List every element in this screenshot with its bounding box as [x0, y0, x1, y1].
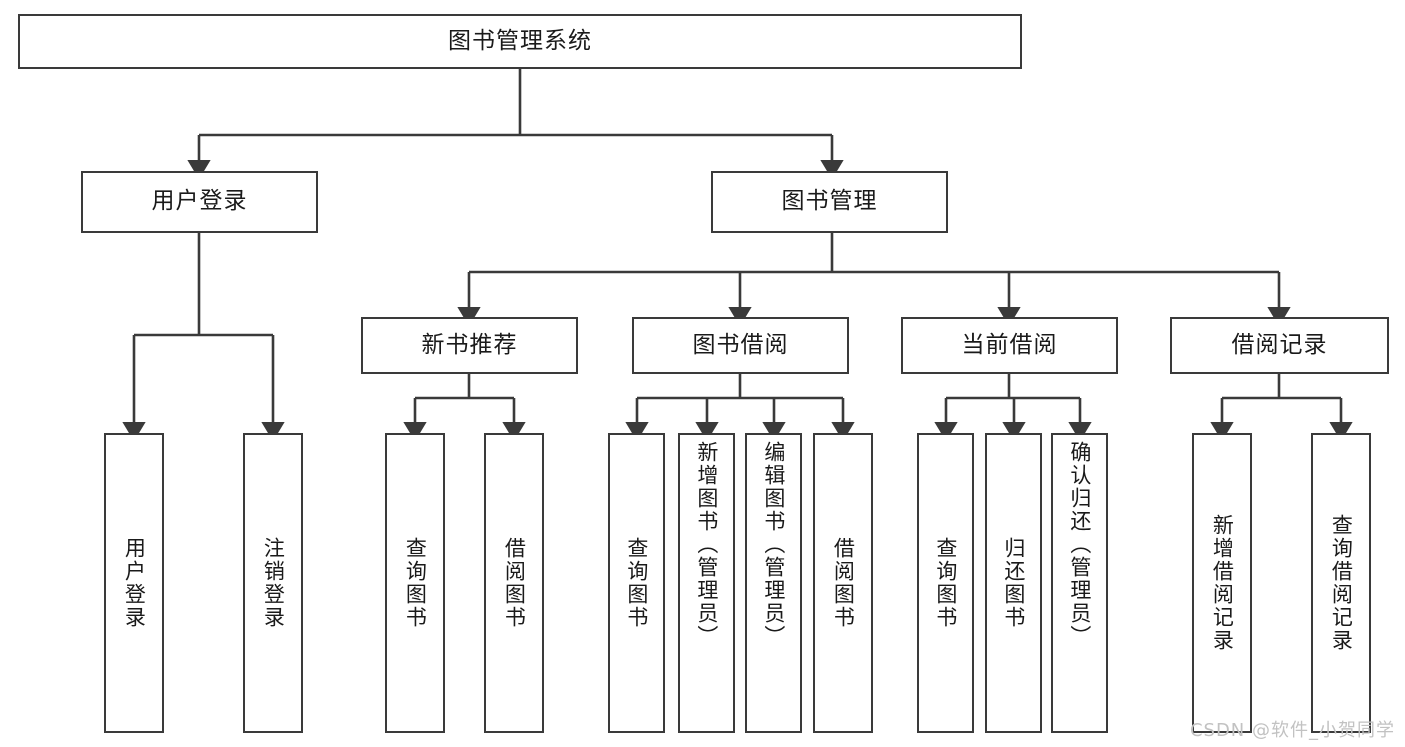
node-leaf-confirm-return-admin-label: 确认归还（管理员）: [1067, 441, 1092, 648]
node-new-book-recommend-label: 新书推荐: [421, 331, 518, 358]
node-leaf-add-borrow-record[interactable]: 新增借阅记录: [1192, 433, 1252, 733]
node-leaf-edit-book-admin-label: 编辑图书（管理员）: [761, 441, 786, 648]
node-root-label: 图书管理系统: [448, 27, 592, 54]
node-leaf-query-book-3[interactable]: 查询图书: [917, 433, 974, 733]
node-borrow-record-label: 借阅记录: [1231, 331, 1328, 358]
node-leaf-borrow-book-2-label: 借阅图书: [831, 537, 856, 629]
node-leaf-query-book-1[interactable]: 查询图书: [385, 433, 445, 733]
node-leaf-query-book-3-label: 查询图书: [933, 537, 958, 629]
node-leaf-edit-book-admin[interactable]: 编辑图书（管理员）: [745, 433, 802, 733]
node-book-borrow-label: 图书借阅: [692, 331, 789, 358]
node-leaf-return-book-label: 归还图书: [1001, 537, 1026, 629]
node-leaf-user-login-label: 用户登录: [122, 537, 147, 629]
node-current-borrow[interactable]: 当前借阅: [901, 317, 1118, 374]
node-leaf-add-borrow-record-label: 新增借阅记录: [1210, 514, 1235, 652]
node-user-login-label: 用户登录: [151, 188, 248, 215]
node-book-manage[interactable]: 图书管理: [711, 171, 948, 233]
node-leaf-query-borrow-record-label: 查询借阅记录: [1329, 514, 1354, 652]
watermark: CSDN @软件_小贺同学: [1189, 720, 1395, 741]
node-leaf-borrow-book-1[interactable]: 借阅图书: [484, 433, 544, 733]
node-leaf-borrow-book-1-label: 借阅图书: [502, 537, 527, 629]
node-leaf-confirm-return-admin[interactable]: 确认归还（管理员）: [1051, 433, 1108, 733]
node-user-login[interactable]: 用户登录: [81, 171, 318, 233]
node-current-borrow-label: 当前借阅: [961, 331, 1058, 358]
node-leaf-user-logout[interactable]: 注销登录: [243, 433, 303, 733]
node-book-manage-label: 图书管理: [781, 188, 878, 215]
node-book-borrow[interactable]: 图书借阅: [632, 317, 849, 374]
node-leaf-query-book-2-label: 查询图书: [624, 537, 649, 629]
node-leaf-user-logout-label: 注销登录: [261, 537, 286, 629]
node-leaf-user-login[interactable]: 用户登录: [104, 433, 164, 733]
node-borrow-record[interactable]: 借阅记录: [1170, 317, 1389, 374]
node-new-book-recommend[interactable]: 新书推荐: [361, 317, 578, 374]
node-leaf-borrow-book-2[interactable]: 借阅图书: [813, 433, 873, 733]
node-leaf-query-book-2[interactable]: 查询图书: [608, 433, 665, 733]
node-leaf-query-borrow-record[interactable]: 查询借阅记录: [1311, 433, 1371, 733]
node-root[interactable]: 图书管理系统: [18, 14, 1022, 69]
node-leaf-add-book-admin-label: 新增图书（管理员）: [694, 441, 719, 648]
node-leaf-add-book-admin[interactable]: 新增图书（管理员）: [678, 433, 735, 733]
node-leaf-query-book-1-label: 查询图书: [403, 537, 428, 629]
node-leaf-return-book[interactable]: 归还图书: [985, 433, 1042, 733]
